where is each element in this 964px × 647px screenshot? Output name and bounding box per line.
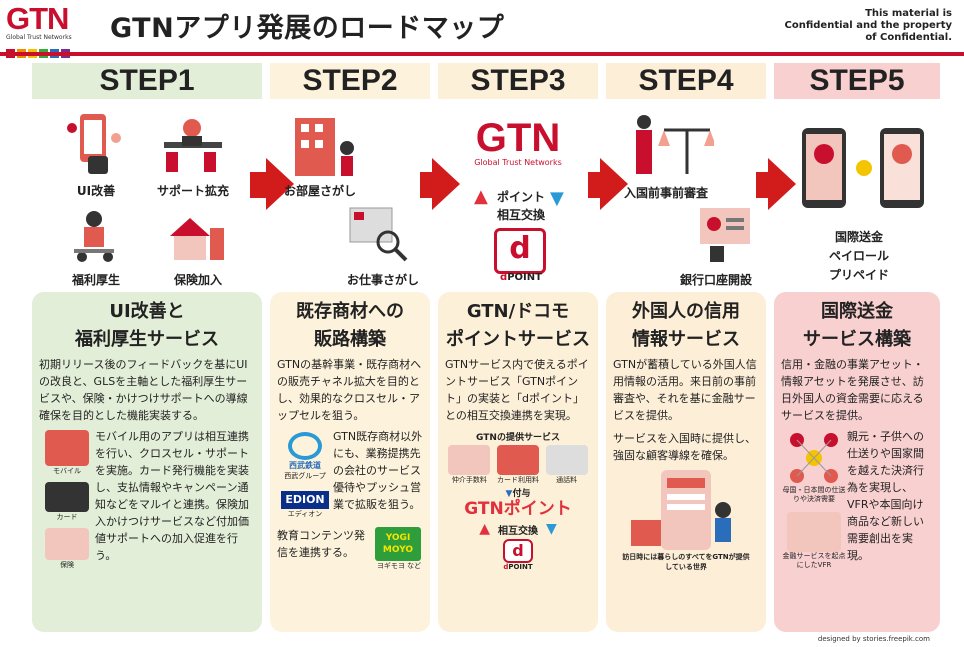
header-divider bbox=[0, 52, 964, 56]
confidential-note: This material is Confidential and the pr… bbox=[785, 8, 952, 44]
credit-text: designed by stories.freepik.com bbox=[818, 635, 930, 643]
step1-header: STEP1 bbox=[32, 63, 262, 99]
logo-text: GTN bbox=[6, 4, 106, 34]
gtn-step3-logo-sub: Global Trust Networks bbox=[458, 158, 578, 167]
card3-title1: GTN/ドコモ bbox=[445, 298, 591, 326]
room-search-illustration bbox=[285, 108, 365, 180]
job-search-label: お仕事さがし bbox=[340, 271, 426, 288]
ui-improve-illustration bbox=[60, 108, 130, 178]
pre-screening-illustration bbox=[624, 110, 714, 182]
insurance-icon bbox=[45, 528, 89, 560]
card3-p1: GTNサービス内で使えるポイントサービス「GTNポイント」の実装と「dポイント」… bbox=[445, 356, 591, 424]
remittance-illustration bbox=[798, 108, 928, 218]
card5-p1: 信用・金融の事業アセット・情報アセットを発展させ、訪日外国人の資金需要に応えるサ… bbox=[781, 356, 933, 424]
card1-p2: モバイル用のアプリは相互連携を行い、クロスセル・サポートを実施。カード発行機能を… bbox=[95, 428, 255, 570]
dpoint-small-icon: d bbox=[503, 539, 533, 563]
pre-screening-label: 入国前事前審査 bbox=[624, 184, 734, 201]
step5-header: STEP5 bbox=[774, 63, 940, 99]
support-illustration bbox=[158, 112, 228, 178]
page-title: GTNアプリ発展のロードマップ bbox=[110, 6, 504, 45]
dpoint-logo-icon: d bbox=[494, 228, 546, 274]
gtn-step3-logo: GTN bbox=[458, 118, 578, 158]
yogimoyo-logo: YOGI MOYO bbox=[375, 527, 421, 561]
card2-p1: GTNの基幹事業・既存商材への販売チャネル拡大を目的とし、効果的なクロスセル・ア… bbox=[277, 356, 423, 424]
card4-p2: サービスを入国時に提供し、強固な顧客導線を確保。 bbox=[613, 430, 759, 464]
family-network-icon bbox=[787, 430, 841, 486]
building-icon bbox=[448, 445, 490, 475]
point-label: ポイント bbox=[492, 188, 550, 205]
card4-p1: GTNが蓄積している外国人信用情報の活用。来日前の事前審査や、それを基に金融サー… bbox=[613, 356, 759, 424]
phone-icon bbox=[546, 445, 588, 475]
dpoint-small-label: dPOINT bbox=[445, 563, 591, 571]
ui-improve-label: UI改善 bbox=[58, 182, 134, 199]
vfr-icon bbox=[787, 512, 841, 552]
card2-title1: 既存商材への bbox=[277, 298, 423, 326]
step4-header: STEP4 bbox=[606, 63, 766, 99]
card5-title1: 国際送金 bbox=[781, 298, 933, 326]
card-step3: GTN/ドコモ ポイントサービス GTNサービス内で使えるポイントサービス「GT… bbox=[438, 292, 598, 632]
card4-title2: 情報サービス bbox=[613, 326, 759, 354]
phone-world-illustration bbox=[621, 470, 751, 550]
job-search-illustration bbox=[340, 198, 420, 264]
credit-card-icon bbox=[497, 445, 539, 475]
card5-p2: 親元・子供への仕送りや国家間を越えた決済行為を実現し、VFRや本国向け商品など新… bbox=[847, 428, 933, 570]
card-step1: UI改善と 福利厚生サービス 初期リリース後のフィードバックを基にUIの改良と、… bbox=[32, 292, 262, 632]
card4-title1: 外国人の信用 bbox=[613, 298, 759, 326]
dpoint-label: dPOINT bbox=[486, 272, 556, 283]
step2-header: STEP2 bbox=[270, 63, 430, 99]
card-step5: 国際送金 サービス構築 信用・金融の事業アセット・情報アセットを発展させ、訪日外… bbox=[774, 292, 940, 632]
arrow-down-icon: ▼ bbox=[546, 521, 557, 537]
welfare-label: 福利厚生 bbox=[56, 271, 136, 288]
support-label: サポート拡充 bbox=[150, 182, 236, 199]
card-step2: 既存商材への 販路構築 GTNの基幹事業・既存商材への販売チャネル拡大を目的とし… bbox=[270, 292, 430, 632]
card3-title2: ポイントサービス bbox=[445, 326, 591, 354]
card1-p1: 初期リリース後のフィードバックを基にUIの改良と、GLSを主軸とした福利厚生サー… bbox=[39, 356, 255, 424]
logo-subtitle: Global Trust Networks bbox=[6, 34, 106, 41]
welfare-illustration bbox=[60, 205, 130, 265]
card5-title2: サービス構築 bbox=[781, 326, 933, 354]
exchange-label: 相互交換 bbox=[498, 522, 538, 537]
exchange-label: 相互交換 bbox=[488, 206, 554, 223]
grant-label: ▼付与 bbox=[445, 486, 591, 499]
card1-title1: UI改善と bbox=[39, 298, 255, 326]
card2-title2: 販路構築 bbox=[277, 326, 423, 354]
bank-account-label: 銀行口座開設 bbox=[666, 271, 766, 288]
step3-header: STEP3 bbox=[438, 63, 598, 99]
arrow-up-icon: ▲ bbox=[474, 186, 488, 207]
seibu-logo-icon bbox=[288, 432, 322, 460]
insurance-label: 保険加入 bbox=[158, 271, 238, 288]
card-step4: 外国人の信用 情報サービス GTNが蓄積している外国人信用情報の活用。来日前の事… bbox=[606, 292, 766, 632]
edion-logo: EDION bbox=[281, 491, 329, 509]
card2-p2: GTN既存商材以外にも、業務提携先の会社のサービス優待やプッシュ営業で拡販を狙う… bbox=[333, 428, 423, 519]
card2-p3: 教育コンテンツ発信を連携する。 bbox=[277, 527, 371, 561]
card-icon bbox=[45, 482, 89, 512]
bank-account-illustration bbox=[690, 200, 760, 264]
mobile-icon bbox=[45, 430, 89, 466]
remittance-labels: 国際送金 ペイロール プリペイド bbox=[814, 228, 904, 285]
card1-title2: 福利厚生サービス bbox=[39, 326, 255, 354]
arrow-up-icon: ▲ bbox=[479, 521, 490, 537]
gtn-point-label: GTNポイント bbox=[445, 499, 591, 519]
insurance-illustration bbox=[160, 208, 234, 266]
world-caption: 訪日時には暮らしのすべてをGTNが提供している世界 bbox=[613, 552, 759, 572]
room-search-label: お部屋さがし bbox=[284, 182, 374, 199]
diagram-title: GTNの提供サービス bbox=[445, 430, 591, 443]
